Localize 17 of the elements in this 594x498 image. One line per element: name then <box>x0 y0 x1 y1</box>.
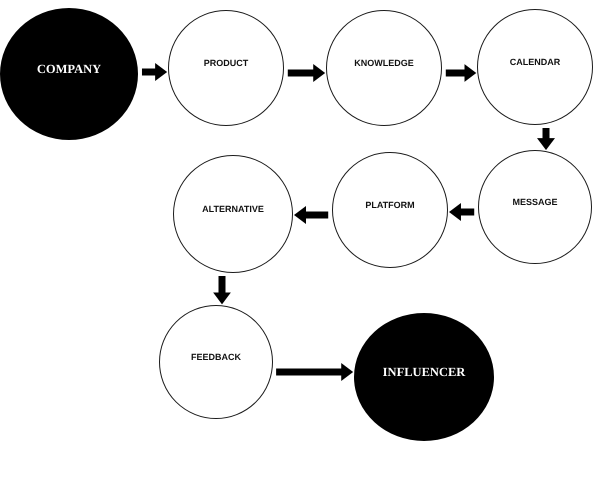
arrow <box>142 63 168 81</box>
arrow <box>448 203 474 221</box>
node-label: INFLUENCER <box>382 364 466 380</box>
arrow <box>288 64 326 82</box>
node-label: KNOWLEDGE <box>354 58 414 68</box>
node-label: MESSAGE <box>512 197 558 207</box>
node-label: FEEDBACK <box>190 352 241 362</box>
arrow <box>537 128 555 150</box>
node-label: CALENDAR <box>510 57 560 67</box>
arrow <box>446 64 476 82</box>
arrow <box>294 206 328 224</box>
node-label: COMPANY <box>36 62 102 76</box>
node-label: PRODUCT <box>204 58 248 68</box>
node-label: ALTERNATIVE <box>202 204 264 214</box>
arrow <box>276 363 354 381</box>
arrow <box>213 276 231 304</box>
node-label: PLATFORM <box>365 200 415 210</box>
